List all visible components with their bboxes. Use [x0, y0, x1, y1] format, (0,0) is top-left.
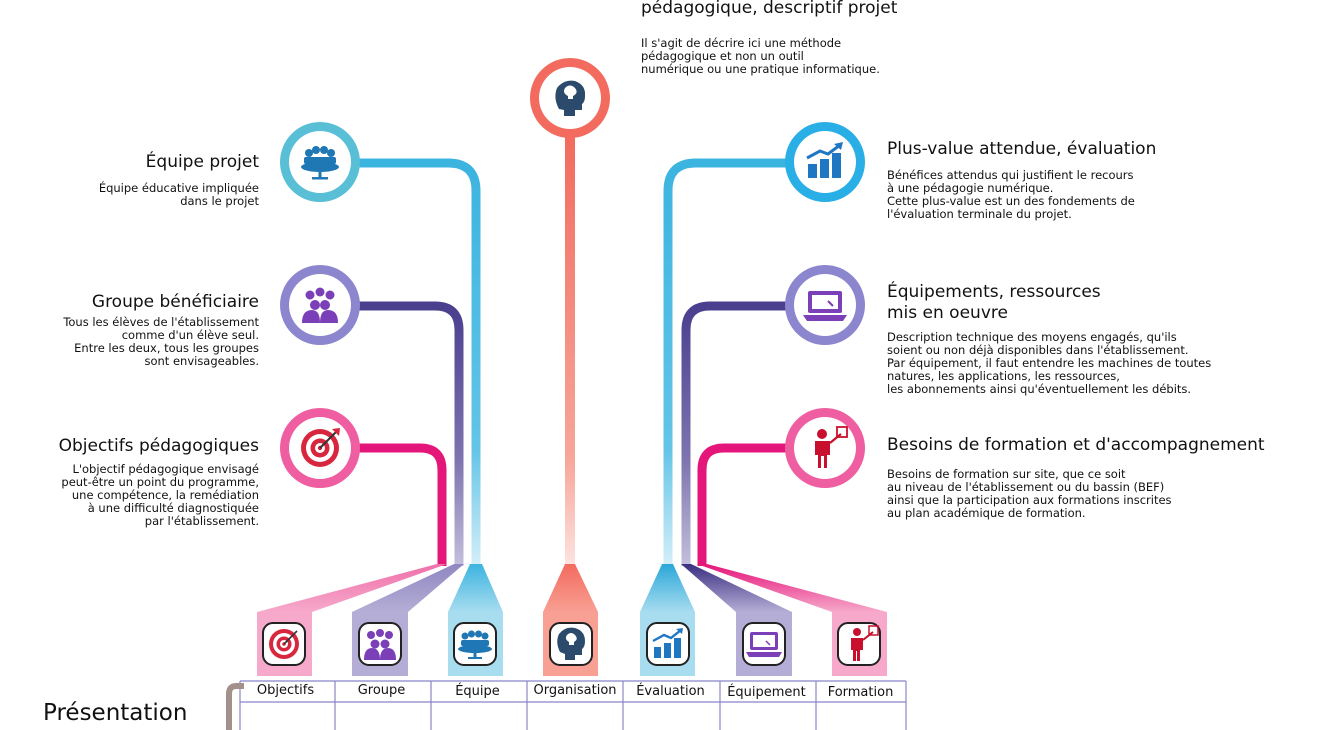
center-description: Il s'agit de décrire ici une méthode péd…: [641, 36, 880, 76]
equipement-funnel: [681, 564, 792, 612]
evaluation-connector: [663, 158, 790, 570]
header-organisation: Organisation: [533, 683, 617, 698]
center-title: pédagogique, descriptif projet: [641, 0, 898, 18]
header-equipement: Équipement: [727, 685, 806, 700]
equipement-title: Équipements, ressources mis en oeuvre: [887, 282, 1101, 323]
objectifs-circle: [280, 408, 360, 488]
equipe-description: Équipe éducative impliquée dans le proje…: [98, 181, 259, 208]
equipe-connector: [358, 158, 481, 570]
equipement-circle: [785, 265, 865, 345]
groupe-description: Tous les élèves de l'établissement comme…: [63, 315, 259, 368]
laptop-icon: [742, 622, 786, 666]
formation-connector: [697, 443, 790, 566]
header-formation: Formation: [827, 685, 894, 700]
equipe-title: Équipe projet: [145, 152, 259, 172]
presentation-bracket: [226, 683, 244, 730]
objectifs-title: Objectifs pédagogiques: [58, 436, 259, 456]
header-groupe: Groupe: [357, 683, 406, 698]
groupe-circle: [280, 265, 360, 345]
header-equipe: Équipe: [455, 684, 500, 699]
group-people-icon: [358, 622, 402, 666]
equipe-circle: [280, 122, 360, 202]
organisation-connector: [565, 130, 575, 570]
evaluation-title: Plus-value attendue, évaluation: [887, 139, 1157, 159]
evaluation-circle: [785, 122, 865, 202]
formation-title: Besoins de formation et d'accompagnement: [887, 435, 1265, 455]
evaluation-description: Bénéfices attendus qui justifient le rec…: [887, 168, 1135, 221]
groupe-title: Groupe bénéficiaire: [91, 292, 259, 312]
header-objectifs: Objectifs: [256, 683, 315, 698]
equipe-funnel: [448, 564, 503, 612]
formation-description: Besoins de formation sur site, que ce so…: [887, 467, 1172, 520]
objectifs-connector: [358, 443, 447, 566]
equipement-connector: [681, 301, 790, 566]
organisation-funnel: [543, 564, 598, 612]
growth-chart-icon: [646, 622, 690, 666]
team-meeting-icon: [453, 622, 497, 666]
groupe-connector: [358, 301, 464, 566]
organisation-circle: [530, 58, 610, 138]
target-icon: [262, 622, 306, 666]
table-frame: [239, 680, 907, 730]
groupe-funnel: [352, 564, 464, 612]
head-idea-icon: [549, 622, 593, 666]
presentation-label: Présentation: [43, 700, 188, 726]
objectifs-funnel: [257, 564, 447, 612]
evaluation-funnel: [640, 564, 695, 612]
formation-funnel: [697, 564, 887, 612]
equipement-description: Description technique des moyens engagés…: [887, 330, 1212, 396]
formation-circle: [785, 408, 865, 488]
objectifs-description: L'objectif pédagogique envisagé peut-êtr…: [61, 462, 259, 528]
trainer-icon: [837, 622, 881, 666]
header-evaluation: Évaluation: [636, 684, 705, 699]
